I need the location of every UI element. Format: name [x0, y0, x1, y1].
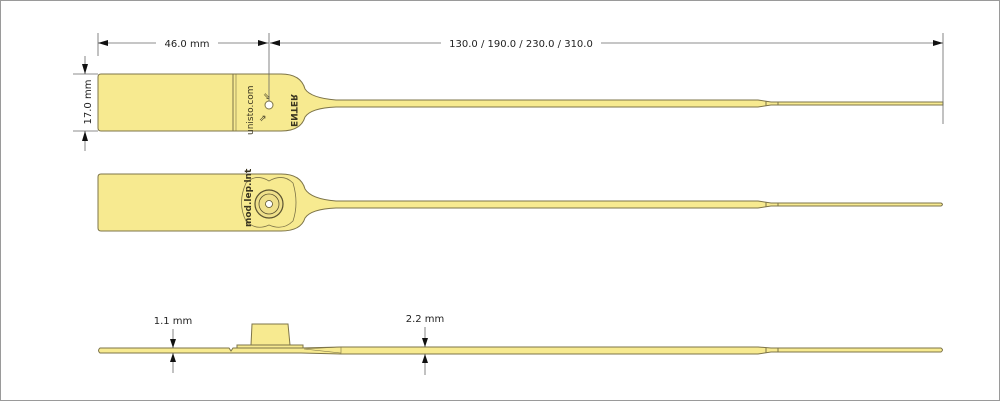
website-marking: unisto.com	[246, 85, 256, 135]
enter-marking: ENTER	[288, 94, 298, 127]
top-view: unisto.com ENTER ⇘ ⇗	[97, 73, 944, 135]
body-height-label: 17.0 mm	[83, 80, 94, 125]
seal-body-side	[98, 346, 943, 355]
logo-outline	[241, 177, 297, 228]
entry-hole	[264, 100, 274, 110]
lock-hole	[265, 200, 273, 208]
body-thickness-label: 1.1 mm	[154, 316, 193, 327]
seal-body-top	[97, 73, 944, 132]
seal-body-bottom	[97, 173, 943, 232]
lock-boss	[250, 323, 291, 346]
bottom-view: mod.lep.lnt	[97, 168, 943, 232]
dimension-lines: 46.0 mm 130.0 / 190.0 / 230.0 / 310.0 17…	[73, 33, 944, 375]
arrow-icon: ⇗	[259, 114, 267, 124]
arrow-icon: ⇘	[263, 92, 271, 102]
side-view	[98, 323, 943, 355]
strap-length-label: 130.0 / 190.0 / 230.0 / 310.0	[449, 39, 593, 50]
brand-logo: mod.lep.lnt	[244, 168, 254, 227]
body-length-label: 46.0 mm	[165, 39, 210, 50]
strap-thickness-label: 2.2 mm	[406, 314, 445, 325]
